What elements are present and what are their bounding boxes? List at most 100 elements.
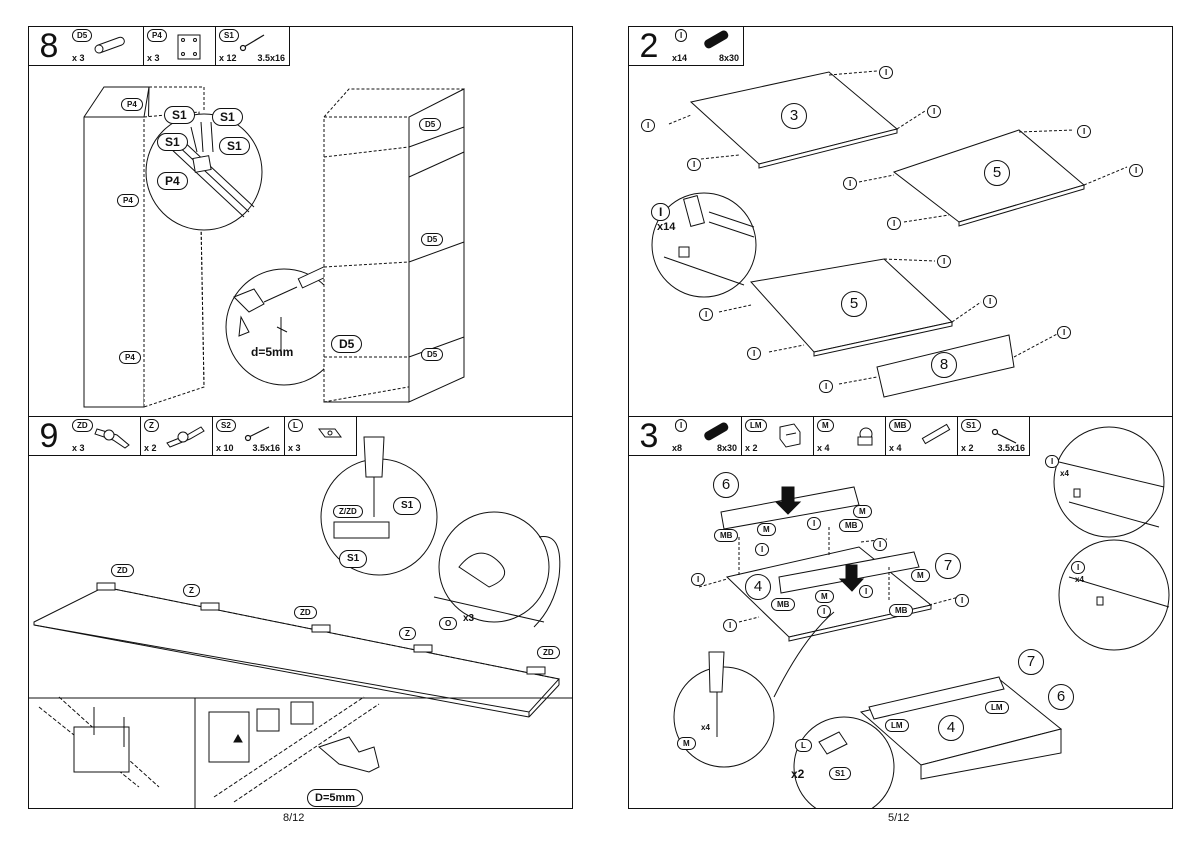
step-3-panel: 3 I x8 8x30 LM x 2 M x 4 MB x 4 S1 x 2 3…: [628, 416, 1173, 809]
panel-number: 7: [935, 553, 961, 579]
part-l: L x 3: [285, 417, 357, 455]
panel-number: 8: [931, 352, 957, 378]
connector-lm-icon: [779, 423, 801, 448]
part-code: I: [675, 29, 688, 42]
label-m: M: [911, 569, 930, 582]
dowel-d5-icon: [94, 36, 125, 54]
part-code: L: [288, 419, 303, 432]
part-qty: x 2: [144, 443, 157, 453]
dowel-label: I: [641, 119, 656, 132]
part-qty: x8: [672, 443, 683, 453]
part-qty: x14: [672, 53, 688, 63]
wood-dowel-icon: [704, 30, 729, 49]
panel-number: 5: [984, 160, 1010, 186]
label-s1: S1: [393, 497, 422, 515]
label-i: I: [817, 605, 832, 618]
dowel-label: I: [887, 217, 902, 230]
dowel-label: I: [937, 255, 952, 268]
part-code: I: [675, 419, 688, 432]
label-o-qty: x3: [463, 613, 475, 624]
label-i: I: [723, 619, 738, 632]
bracket-l-icon: [318, 428, 342, 438]
label-s1: S1: [829, 767, 851, 780]
part-size: 8x30: [718, 53, 739, 63]
part-code: P4: [147, 29, 167, 42]
wood-dowel-icon: [704, 422, 729, 441]
cam-bolt-mb-icon: [921, 423, 951, 445]
label-x4: x4: [1075, 575, 1084, 584]
label-zd: ZD: [294, 606, 317, 619]
zoom-qty: x14: [657, 221, 676, 233]
part-qty: x 2: [745, 443, 758, 453]
part-code: S1: [219, 29, 239, 42]
part-code: S1: [961, 419, 981, 432]
page-number: 8/12: [283, 812, 305, 824]
part-qty: x 3: [72, 53, 85, 63]
part-size: 3.5x16: [997, 443, 1025, 453]
label-mb: MB: [839, 519, 864, 532]
part-qty: x 2: [961, 443, 974, 453]
part-code: M: [817, 419, 834, 432]
part-p4: P4 x 3: [144, 27, 216, 65]
step-8-drawing: [83, 86, 465, 408]
part-qty: x 3: [147, 53, 160, 63]
part-code: MB: [889, 419, 912, 432]
step-9-drawing: [29, 436, 572, 808]
dowel-label: I: [747, 347, 762, 360]
hinge-z-icon: [166, 426, 205, 448]
label-i: I: [955, 594, 970, 607]
label-s1: S1: [157, 133, 188, 151]
part-size: 3.5x16: [257, 53, 285, 63]
part-size: 8x30: [716, 443, 737, 453]
parts-list: D5 x 3 P4 x 3 S1 x 12 3.5x16: [69, 27, 290, 66]
label-mb: MB: [714, 529, 739, 542]
part-qty: x 4: [889, 443, 902, 453]
label-d5: D5: [419, 118, 442, 131]
part-code: LM: [745, 419, 767, 432]
dowel-label: I: [699, 308, 714, 321]
label-d5: D5: [331, 335, 363, 353]
part-qty: x 3: [288, 443, 301, 453]
label-o: O: [439, 617, 458, 630]
panel-number: 4: [938, 715, 964, 741]
step-9-panel: 9 ZD x 3 Z x 2 S2 x 10 3.5x16 L x 3: [28, 416, 573, 809]
part-m: M x 4: [814, 417, 886, 455]
zoom-label: I: [651, 203, 671, 221]
label-s1: S1: [339, 550, 368, 568]
part-size: 3.5x16: [252, 443, 280, 453]
label-s1: S1: [212, 108, 243, 126]
step-number: 8: [29, 27, 70, 66]
part-i: I x8 8x30: [669, 417, 742, 455]
step-number: 9: [29, 417, 70, 456]
part-s1: S1 x 12 3.5x16: [216, 27, 290, 65]
label-s1: S1: [164, 106, 195, 124]
label-x2: x2: [791, 767, 805, 781]
part-qty: x 10: [216, 443, 234, 453]
panel-number: 4: [745, 574, 771, 600]
dowel-label: I: [983, 295, 998, 308]
parts-list: I x8 8x30 LM x 2 M x 4 MB x 4 S1 x 2 3.5…: [669, 417, 1030, 456]
label-i: I: [755, 543, 770, 556]
label-i: I: [859, 585, 874, 598]
part-i: I x14 8x30: [669, 27, 744, 65]
drill-size: d=5mm: [251, 345, 294, 359]
label-m: M: [853, 505, 872, 518]
dowel-label: I: [1129, 164, 1144, 177]
label-zd: ZD: [537, 646, 560, 659]
screw-icon: [244, 426, 270, 442]
part-zd: ZD x 3: [69, 417, 141, 455]
step-number: 3: [629, 417, 670, 456]
part-qty: x 12: [219, 53, 237, 63]
label-lm: LM: [885, 719, 909, 732]
step-2-panel: 2 I x14 8x30: [628, 26, 1173, 418]
label-mb: MB: [889, 604, 914, 617]
label-d5: D5: [421, 348, 444, 361]
label-m: M: [677, 737, 696, 750]
dowel-label: I: [927, 105, 942, 118]
label-m: M: [757, 523, 776, 536]
label-d5: D5: [421, 233, 444, 246]
label-m: M: [815, 590, 834, 603]
panel-number: 7: [1018, 649, 1044, 675]
label-s1: S1: [219, 137, 250, 155]
label-x4: x4: [1060, 469, 1069, 478]
